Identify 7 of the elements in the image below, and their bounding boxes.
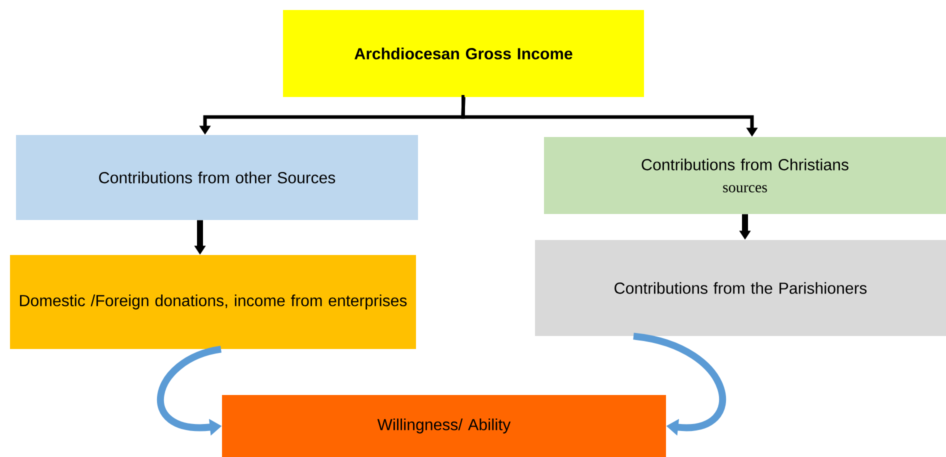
box: Willingness/ Ability [222,395,666,457]
box: Contributions from Christians sources [544,137,946,214]
box: Domestic /Foreign donations, income from enterprises [10,255,416,349]
box: Contributions from other Sources [16,135,418,220]
box: Archdiocesan Gross Income [283,10,644,97]
box: Contributions from the Parishioners [535,240,946,336]
curved-arrow [632,332,726,436]
